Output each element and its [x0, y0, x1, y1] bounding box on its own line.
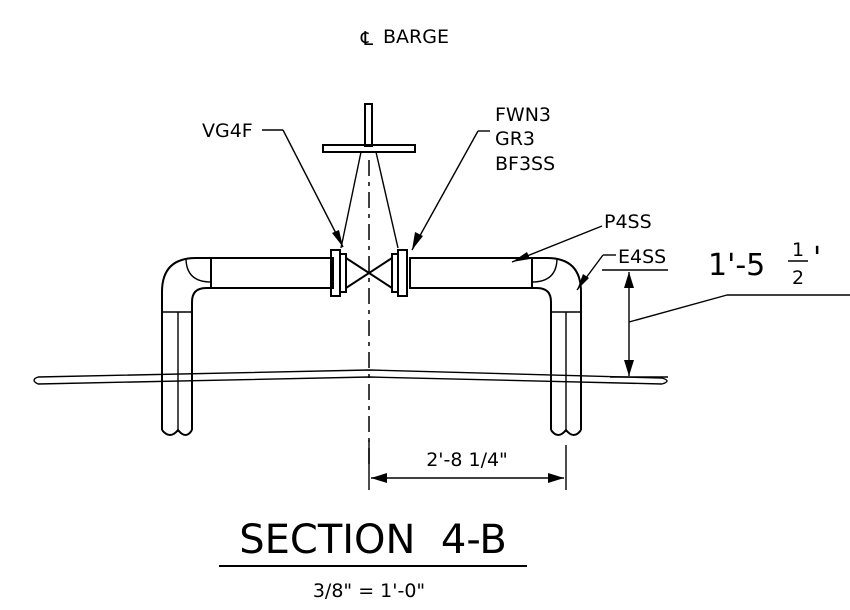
callout-p4ss-text: P4SS [604, 211, 652, 233]
left-pipe-run [161, 257, 334, 436]
height-dimension-frac-den: 2 [792, 267, 804, 289]
centerline-label: ℄ BARGE [360, 26, 449, 50]
centerline-symbol: ℄ [360, 28, 374, 50]
callout-bf3ss-text: BF3SS [495, 153, 555, 175]
height-dimension-suffix: ' [813, 241, 821, 276]
callout-p4ss: P4SS [511, 211, 652, 263]
callout-e4ss: E4SS [576, 246, 666, 291]
centerline-barge-text: BARGE [383, 26, 449, 48]
callout-vg4f-text: VG4F [202, 120, 253, 142]
section-title: SECTION 4-B [239, 517, 507, 563]
section-title-block: SECTION 4-B 3/8" = 1'-0" [219, 517, 527, 602]
right-pipe-run [409, 257, 582, 436]
callout-fwn3-text: FWN3 [495, 104, 551, 126]
height-dimension-text: 1'-5 [708, 248, 765, 283]
deck-line [33, 369, 668, 385]
callout-vg4f: VG4F [202, 120, 344, 248]
valve-handwheel [322, 103, 416, 249]
scale-text: 3/8" = 1'-0" [313, 580, 425, 602]
callout-e4ss-text: E4SS [618, 246, 666, 268]
width-dimension-text: 2'-8 1/4" [426, 449, 508, 471]
height-dimension: 1'-5 1 2 ' [602, 239, 850, 378]
callout-flange: FWN3 GR3 BF3SS [411, 104, 555, 251]
width-dimension: 2'-8 1/4" [368, 440, 567, 490]
valve-body [330, 249, 408, 297]
callout-gr3-text: GR3 [495, 128, 535, 150]
height-dimension-frac-num: 1 [792, 239, 804, 261]
